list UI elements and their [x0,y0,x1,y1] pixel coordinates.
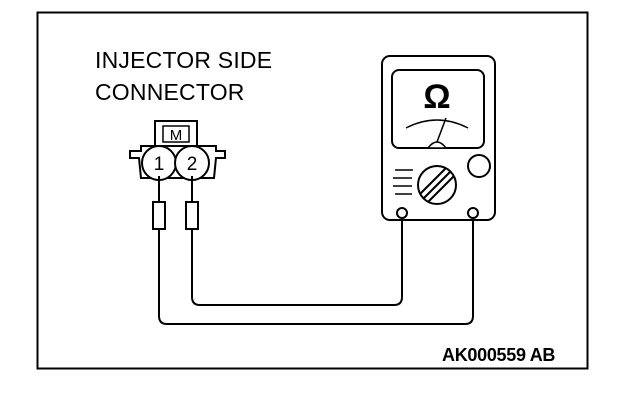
probe-2-body [185,201,199,230]
figure-frame [36,11,589,370]
terminal-right [467,207,479,219]
ohm-symbol: Ω [423,78,450,116]
ohmmeter: Ω [381,55,496,221]
lead-pin-2-to-meter [191,214,403,306]
probe-1-body [152,201,166,230]
test-probes [152,176,199,230]
connector-key-box [162,125,190,143]
range-ticks [393,169,413,195]
terminal-left [396,207,408,219]
figure-code: AK000559 AB [442,345,556,365]
range-selector-knob [417,165,457,205]
connector-key-mark: M [170,127,183,144]
zero-adjust-knob [467,154,491,178]
meter-scale-arc [405,119,469,129]
meter-needle [436,117,447,143]
needle-pivot [426,141,448,149]
test-leads [158,214,474,325]
injector-connector: M 1 2 [129,120,226,181]
connector-label-line-1: INJECTOR SIDE [95,47,273,73]
connector-label-line-2: CONNECTOR [95,79,245,105]
pin-2-label: 2 [187,154,198,175]
lead-pin-1-to-meter [158,214,474,325]
pin-1-label: 1 [154,154,165,175]
